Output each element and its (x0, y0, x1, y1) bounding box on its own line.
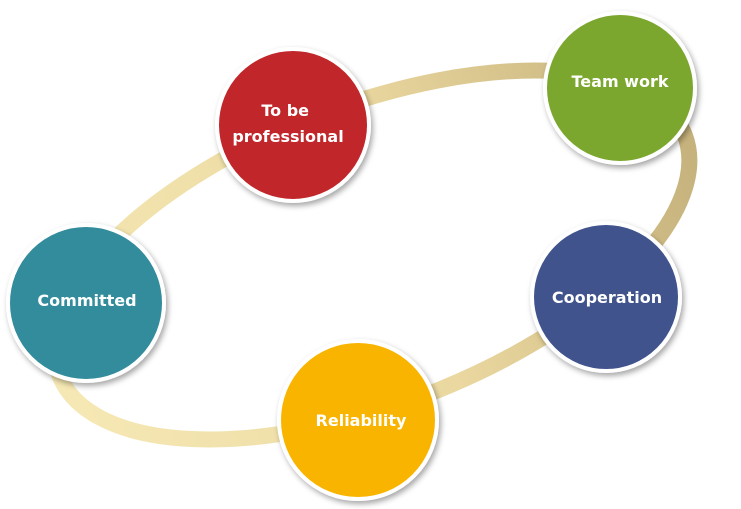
node-label-line: To be (261, 101, 309, 120)
node-label-line: Committed (37, 291, 136, 310)
node-label: Cooperation (552, 288, 662, 307)
node-circle (6, 223, 166, 383)
node-cooperation: Cooperation (530, 221, 682, 373)
node-label-line: Cooperation (552, 288, 662, 307)
node-label: Committed (37, 291, 136, 310)
node-circle (530, 221, 682, 373)
node-label: To be professional (232, 101, 343, 146)
node-label-line: Reliability (316, 411, 407, 430)
node-team-work: Team work (543, 11, 697, 165)
node-label: Team work (572, 72, 669, 91)
node-label: Reliability (316, 411, 407, 430)
node-circle (277, 339, 439, 501)
node-circle (543, 11, 697, 165)
node-label-line: professional (232, 127, 343, 146)
node-to-be-professional: To be professional (215, 47, 371, 203)
node-label-line: Team work (572, 72, 669, 91)
node-reliability: Reliability (277, 339, 439, 501)
node-circle (215, 47, 371, 203)
node-committed: Committed (6, 223, 166, 383)
